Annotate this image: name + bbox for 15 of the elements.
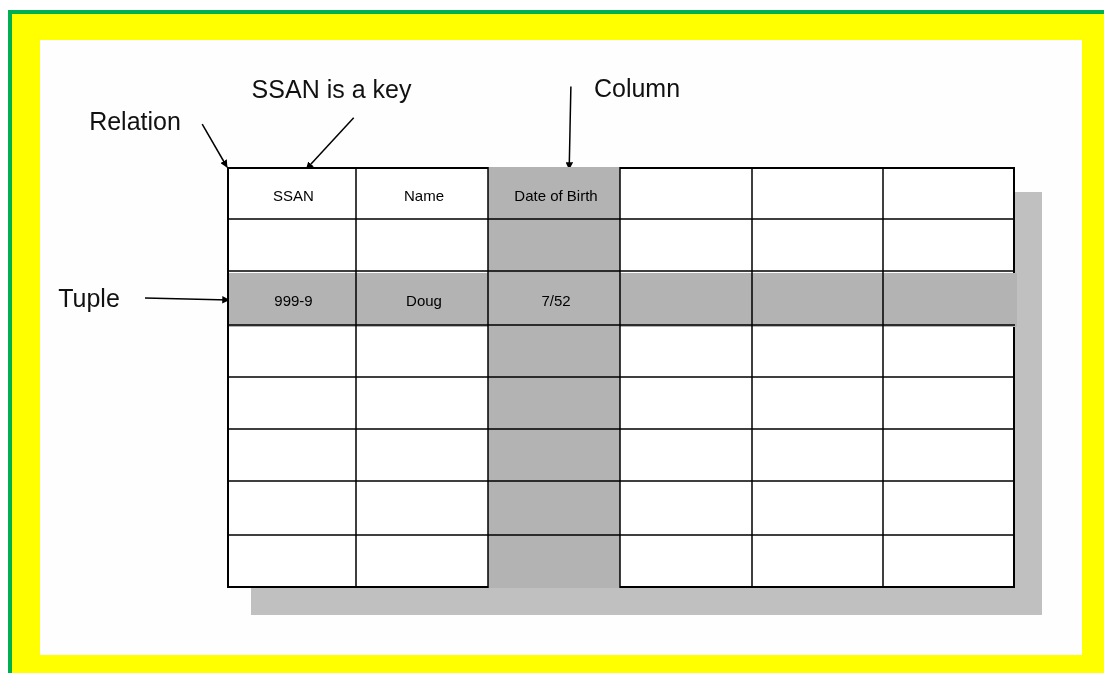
tuple-label: Tuple — [49, 282, 129, 314]
leader-arrow — [201, 123, 228, 168]
leader-arrow — [565, 85, 574, 170]
column-header: Name — [358, 169, 490, 221]
cell-value: Doug — [358, 273, 490, 327]
tuple-row — [229, 273, 1017, 327]
relation-table — [227, 167, 1015, 588]
column-label: Column — [580, 72, 694, 104]
column-header: Date of Birth — [490, 169, 622, 221]
key-label: SSAN is a key — [239, 73, 424, 105]
column-header: SSAN — [229, 169, 358, 221]
relation-label: Relation — [79, 105, 191, 137]
cell-value: 7/52 — [490, 273, 622, 327]
leader-arrow — [305, 117, 355, 170]
cell-value: 999-9 — [229, 273, 358, 327]
